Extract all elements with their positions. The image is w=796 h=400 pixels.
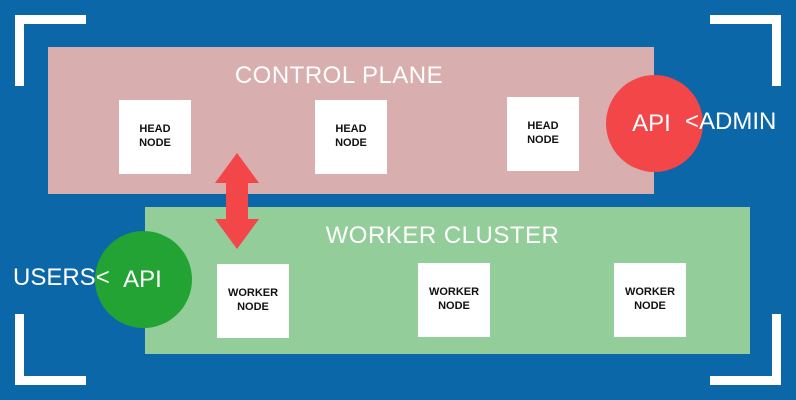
admin-label: <ADMIN [685,108,777,135]
corner-bracket-bottom-right [710,314,781,385]
double-headed-arrow-icon [215,153,259,249]
control-plane-title: CONTROL PLANE [234,62,444,89]
users-label: USERS< [13,264,110,291]
admin-api-label: API [632,109,671,137]
users-api-label: API [123,265,162,293]
worker-cluster-title: WORKER CLUSTER [325,222,560,249]
admin-api-circle: API [606,75,703,172]
corner-bracket-top-left [15,15,86,86]
corner-bracket-bottom-left [15,314,86,385]
corner-bracket-top-right [710,15,781,86]
users-api-circle: API [95,231,192,328]
